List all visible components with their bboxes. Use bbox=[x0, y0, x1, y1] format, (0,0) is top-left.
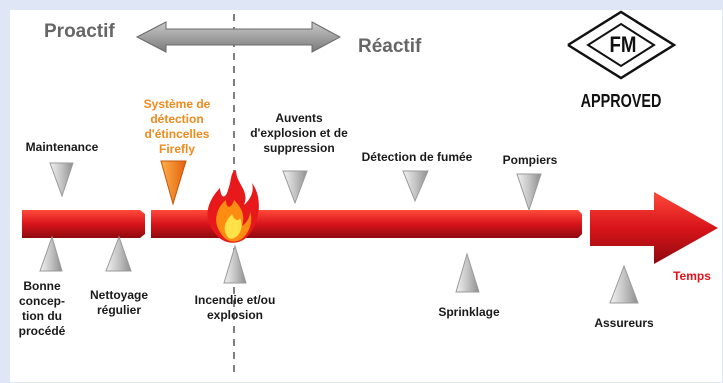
label-incendie: Incendie et/ou explosion bbox=[194, 293, 276, 322]
label-pompiers: Pompiers bbox=[502, 153, 558, 167]
cone-sprinklage bbox=[455, 252, 480, 293]
cone-firefly bbox=[160, 160, 187, 206]
label-nettoyage: Nettoyage régulier bbox=[89, 288, 148, 317]
cone-pompiers bbox=[516, 173, 542, 212]
label-bonne-conception: Bonne concep- tion du procédé bbox=[18, 279, 66, 338]
label-firefly: Système de détection d'étincelles Firefl… bbox=[143, 97, 211, 156]
label-detection-fumee: Détection de fumée bbox=[361, 150, 473, 164]
cone-bonne-conception bbox=[39, 235, 63, 272]
approved-text: APPROVED bbox=[580, 91, 662, 111]
fire-icon bbox=[207, 170, 259, 243]
fm-badge-text: FM bbox=[609, 32, 637, 57]
label-auvents: Auvents d'explosion et de suppression bbox=[250, 111, 348, 155]
cone-incendie bbox=[223, 244, 247, 284]
timeline-bar-1 bbox=[22, 210, 145, 238]
timeline-bar-2 bbox=[151, 210, 582, 238]
label-sprinklage: Sprinklage bbox=[438, 305, 500, 319]
reactif-label: Réactif bbox=[358, 36, 422, 57]
cone-auvents bbox=[282, 170, 308, 205]
label-assureurs: Assureurs bbox=[594, 316, 654, 330]
diagram-panel bbox=[10, 10, 722, 382]
fm-diamond-outer bbox=[567, 10, 677, 80]
label-temps: Temps bbox=[673, 269, 711, 283]
cone-nettoyage bbox=[105, 235, 132, 272]
label-maintenance: Maintenance bbox=[25, 140, 99, 154]
cone-assureurs bbox=[609, 264, 639, 304]
proactive-reactive-double-arrow bbox=[135, 21, 342, 53]
cone-maintenance bbox=[49, 162, 74, 198]
proactif-label: Proactif bbox=[44, 21, 115, 42]
fm-diamond-outline bbox=[586, 22, 656, 68]
timeline-arrow bbox=[590, 192, 718, 264]
cone-fumee bbox=[402, 170, 429, 203]
